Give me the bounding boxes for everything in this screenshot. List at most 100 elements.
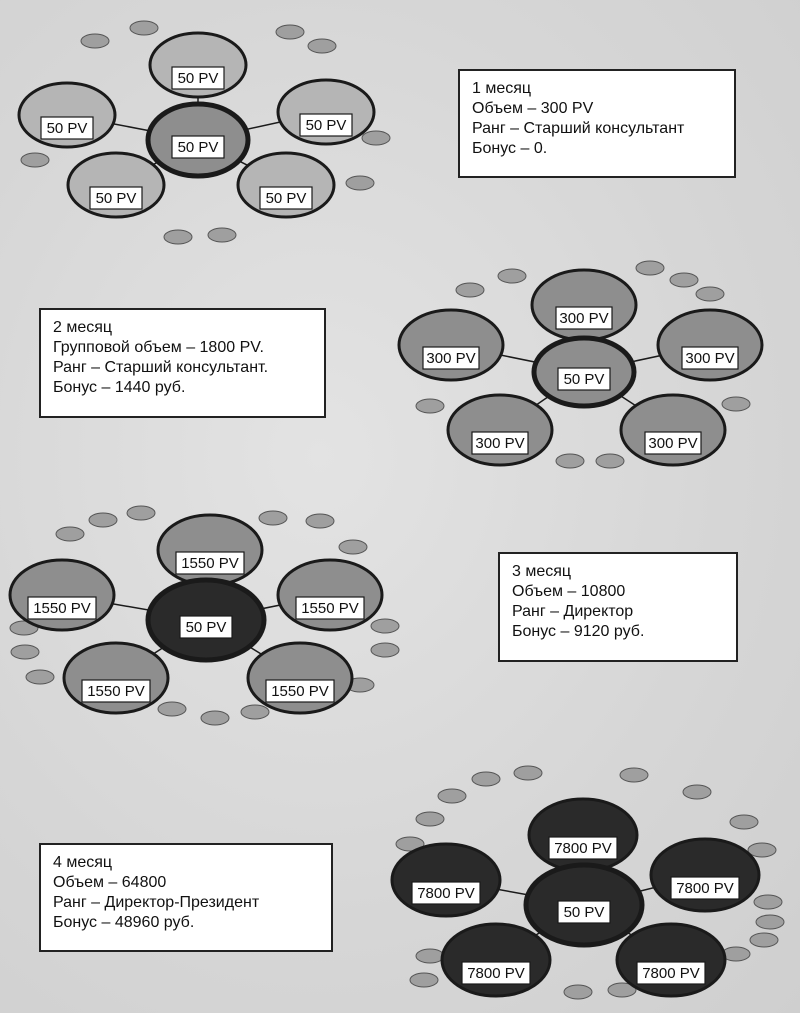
decor-bubble bbox=[682, 784, 712, 800]
pv-label: 300 PV bbox=[685, 350, 734, 367]
decor-bubble bbox=[395, 836, 425, 852]
pv-label-box bbox=[81, 679, 151, 703]
rank-line: Ранг – Старший консультант. bbox=[53, 359, 269, 376]
child-node: 1550 PV bbox=[246, 641, 354, 715]
bonus-line: Бонус – 0. bbox=[472, 140, 548, 157]
decor-bubble bbox=[88, 512, 118, 528]
pv-label-box bbox=[461, 961, 531, 985]
child-node: 7800 PV bbox=[649, 837, 761, 913]
pv-label: 1550 PV bbox=[181, 555, 239, 572]
child-node: 50 PV bbox=[66, 151, 166, 219]
decor-bubble bbox=[753, 894, 783, 910]
decor-bubble bbox=[669, 272, 699, 288]
child-node: 300 PV bbox=[619, 393, 727, 467]
child-node: 50 PV bbox=[236, 151, 336, 219]
bonus-line: Бонус – 9120 руб. bbox=[512, 623, 645, 640]
decor-bubble bbox=[471, 771, 501, 787]
pv-label: 7800 PV bbox=[467, 965, 525, 982]
child-node: 7800 PV bbox=[527, 797, 639, 873]
pv-label: 7800 PV bbox=[554, 840, 612, 857]
decor-bubble bbox=[240, 704, 270, 720]
decor-bubble bbox=[555, 453, 585, 469]
pv-label: 7800 PV bbox=[642, 965, 700, 982]
volume-line: Объем – 64800 bbox=[53, 874, 167, 891]
pv-label: 50 PV bbox=[96, 190, 137, 207]
decor-bubble bbox=[55, 526, 85, 542]
pv-label-box bbox=[636, 961, 706, 985]
pv-label: 1550 PV bbox=[271, 683, 329, 700]
info-box-month-2: 2 месяц Групповой объем – 1800 PV. Ранг … bbox=[39, 308, 326, 418]
decor-bubble bbox=[747, 842, 777, 858]
center-node: 50 PV bbox=[145, 101, 251, 179]
decor-bubble bbox=[729, 814, 759, 830]
pv-label-box bbox=[171, 135, 225, 159]
rank-line: Ранг – Директор-Президент bbox=[53, 894, 260, 911]
decor-bubble bbox=[695, 286, 725, 302]
pv-label: 300 PV bbox=[475, 435, 524, 452]
month-label: 2 месяц bbox=[53, 319, 113, 336]
decor-bubble bbox=[338, 539, 368, 555]
decor-bubble bbox=[415, 398, 445, 414]
pv-label: 7800 PV bbox=[676, 880, 734, 897]
child-node: 7800 PV bbox=[390, 842, 502, 918]
pv-label: 50 PV bbox=[186, 619, 227, 636]
pv-label-box bbox=[259, 186, 313, 210]
decor-bubble bbox=[305, 513, 335, 529]
info-box-month-1: 1 месяц Объем – 300 PV Ранг – Старший ко… bbox=[458, 69, 736, 178]
bonus-line: Бонус – 48960 руб. bbox=[53, 914, 195, 931]
decor-bubble bbox=[129, 20, 159, 36]
decor-bubble bbox=[415, 948, 445, 964]
pv-label: 50 PV bbox=[564, 904, 605, 921]
decor-bubble bbox=[619, 767, 649, 783]
decor-bubble bbox=[721, 396, 751, 412]
pv-label-box bbox=[295, 596, 365, 620]
decor-bubble bbox=[370, 642, 400, 658]
decor-bubble bbox=[497, 268, 527, 284]
center-node: 50 PV bbox=[523, 862, 645, 948]
pv-label-box bbox=[40, 116, 94, 140]
decor-bubble bbox=[20, 152, 50, 168]
decor-bubble bbox=[80, 33, 110, 49]
pv-label-box bbox=[299, 113, 353, 137]
decor-bubble bbox=[200, 710, 230, 726]
pv-label-box bbox=[644, 431, 702, 455]
child-node-ellipse bbox=[615, 922, 727, 998]
decor-bubble bbox=[10, 644, 40, 660]
pv-label: 50 PV bbox=[178, 139, 219, 156]
decor-bubble bbox=[749, 932, 779, 948]
decor-bubble bbox=[635, 260, 665, 276]
child-node: 50 PV bbox=[148, 31, 248, 99]
child-node-ellipse bbox=[527, 797, 639, 873]
volume-line: Объем – 10800 bbox=[512, 583, 626, 600]
month-label: 4 месяц bbox=[53, 854, 113, 871]
center-node: 50 PV bbox=[531, 335, 637, 409]
decor-bubble bbox=[563, 984, 593, 1000]
decor-bubble bbox=[126, 505, 156, 521]
volume-line: Групповой объем – 1800 PV. bbox=[53, 339, 264, 356]
decor-bubble bbox=[370, 618, 400, 634]
child-node: 300 PV bbox=[397, 308, 505, 382]
info-box-month-4: 4 месяц Объем – 64800 Ранг – Директор-Пр… bbox=[39, 843, 333, 952]
pv-label: 50 PV bbox=[564, 371, 605, 388]
child-node: 300 PV bbox=[446, 393, 554, 467]
child-node: 1550 PV bbox=[8, 558, 116, 632]
pv-label: 1550 PV bbox=[87, 683, 145, 700]
decor-bubble bbox=[163, 229, 193, 245]
decor-bubble bbox=[275, 24, 305, 40]
decor-bubble bbox=[595, 453, 625, 469]
child-node: 1550 PV bbox=[156, 513, 264, 587]
decor-bubble bbox=[258, 510, 288, 526]
pv-label: 300 PV bbox=[648, 435, 697, 452]
pv-label: 300 PV bbox=[426, 350, 475, 367]
child-node: 1550 PV bbox=[62, 641, 170, 715]
pv-label-box bbox=[557, 367, 611, 391]
volume-line: Объем – 300 PV bbox=[472, 100, 594, 117]
pv-label-box bbox=[670, 876, 740, 900]
pv-label: 1550 PV bbox=[33, 600, 91, 617]
pv-label-box bbox=[548, 836, 618, 860]
decor-bubble bbox=[755, 914, 785, 930]
pv-label-box bbox=[555, 306, 613, 330]
decor-bubble bbox=[415, 811, 445, 827]
